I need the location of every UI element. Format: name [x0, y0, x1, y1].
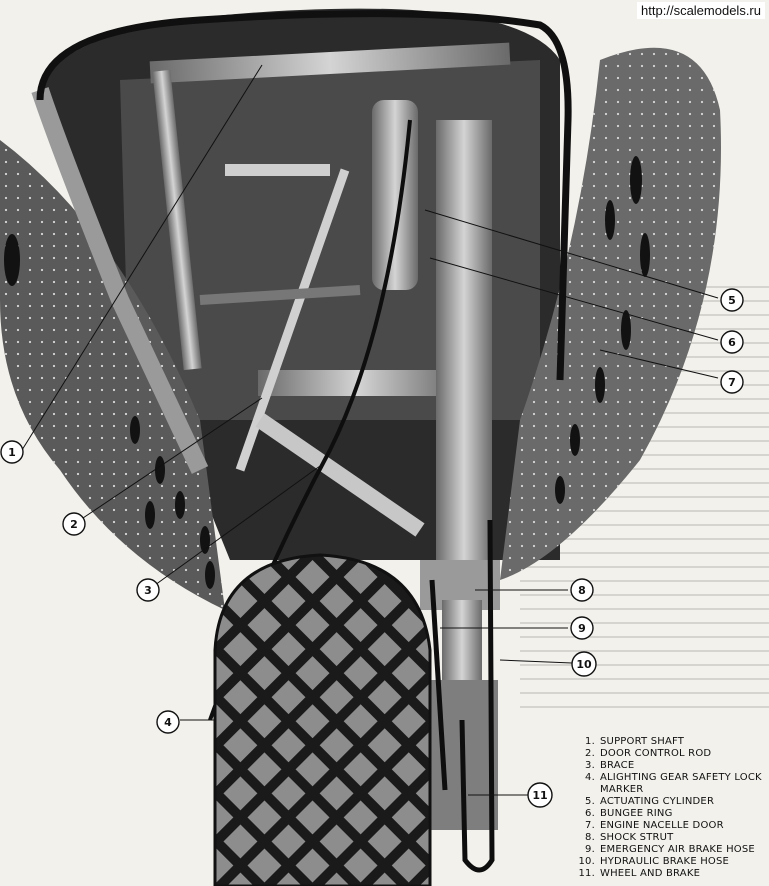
legend-label: DOOR CONTROL ROD — [600, 748, 712, 759]
callout-11: 11 — [527, 782, 553, 808]
svg-text:10: 10 — [576, 658, 592, 671]
legend-number: 7. — [585, 820, 595, 831]
legend-number: 11. — [578, 868, 595, 879]
svg-text:11: 11 — [532, 789, 547, 802]
well-bulkhead — [120, 60, 540, 420]
legend-label: ACTUATING CYLINDER — [600, 796, 715, 807]
svg-text:6: 6 — [728, 336, 736, 349]
callout-4: 4 — [156, 710, 180, 734]
legend-label: HYDRAULIC BRAKE HOSE — [600, 856, 730, 867]
legend-number: 4. — [585, 772, 595, 783]
legend-label: BUNGEE RING — [600, 808, 673, 819]
legend-item: 3. BRACE — [574, 760, 768, 772]
svg-text:2: 2 — [70, 518, 78, 531]
legend-item: 4. ALIGHTING GEAR SAFETY LOCK MARKER — [574, 772, 768, 796]
wheel — [213, 553, 432, 886]
legend-item: 2. DOOR CONTROL ROD — [574, 748, 768, 760]
svg-text:9: 9 — [578, 622, 586, 635]
legend-label: ENGINE NACELLE DOOR — [600, 820, 724, 831]
gear-structure — [149, 42, 511, 873]
svg-text:3: 3 — [144, 584, 152, 597]
svg-text:5: 5 — [728, 294, 736, 307]
callout-3: 3 — [136, 578, 160, 602]
legend-label: SHOCK STRUT — [600, 832, 674, 843]
legend-label: ALIGHTING GEAR SAFETY LOCK MARKER — [600, 772, 762, 795]
legend-item: 1. SUPPORT SHAFT — [574, 736, 768, 748]
legend-item: 7. ENGINE NACELLE DOOR — [574, 820, 768, 832]
left-door-rivets — [0, 140, 225, 610]
legend-label: WHEEL AND BRAKE — [600, 868, 701, 879]
svg-text:7: 7 — [728, 376, 736, 389]
left-door-holes — [4, 234, 215, 589]
legend-item: 9. EMERGENCY AIR BRAKE HOSE — [574, 844, 768, 856]
legend-item: 5. ACTUATING CYLINDER — [574, 796, 768, 808]
callout-10: 10 — [571, 651, 597, 677]
legend-number: 3. — [585, 760, 595, 771]
legend-label: EMERGENCY AIR BRAKE HOSE — [600, 844, 755, 855]
legend-label: BRACE — [600, 760, 635, 771]
legend-number: 5. — [585, 796, 595, 807]
callout-6: 6 — [720, 330, 744, 354]
callout-5: 5 — [720, 288, 744, 312]
left-door-frame — [31, 87, 209, 474]
legend-number: 9. — [585, 844, 595, 855]
parts-legend: 1. SUPPORT SHAFT 2. DOOR CONTROL ROD 3. BRA… — [574, 736, 768, 880]
callout-2: 2 — [62, 512, 86, 536]
legend-item: 11. WHEEL AND BRAKE — [574, 868, 768, 880]
legend-item: 6. BUNGEE RING — [574, 808, 768, 820]
legend-number: 2. — [585, 748, 595, 759]
callout-9: 9 — [570, 616, 594, 640]
legend-number: 8. — [585, 832, 595, 843]
well-edge-hose — [36, 10, 572, 381]
legend-number: 10. — [578, 856, 595, 867]
callout-7: 7 — [720, 370, 744, 394]
svg-text:1: 1 — [8, 446, 16, 459]
right-door-holes — [555, 156, 650, 504]
svg-text:4: 4 — [164, 716, 172, 729]
legend-item: 10. HYDRAULIC BRAKE HOSE — [574, 856, 768, 868]
legend-number: 1. — [585, 736, 595, 747]
callout-8: 8 — [570, 578, 594, 602]
svg-text:8: 8 — [578, 584, 586, 597]
leader-lines — [21, 64, 719, 796]
callout-markers: 1 2 3 4 5 6 7 8 9 10 11 — [0, 288, 744, 808]
watermark: http://scalemodels.ru — [637, 2, 765, 19]
legend-label: SUPPORT SHAFT — [600, 736, 685, 747]
callout-1: 1 — [0, 440, 24, 464]
right-door-rivets — [500, 47, 721, 580]
legend-item: 8. SHOCK STRUT — [574, 832, 768, 844]
legend-number: 6. — [585, 808, 595, 819]
